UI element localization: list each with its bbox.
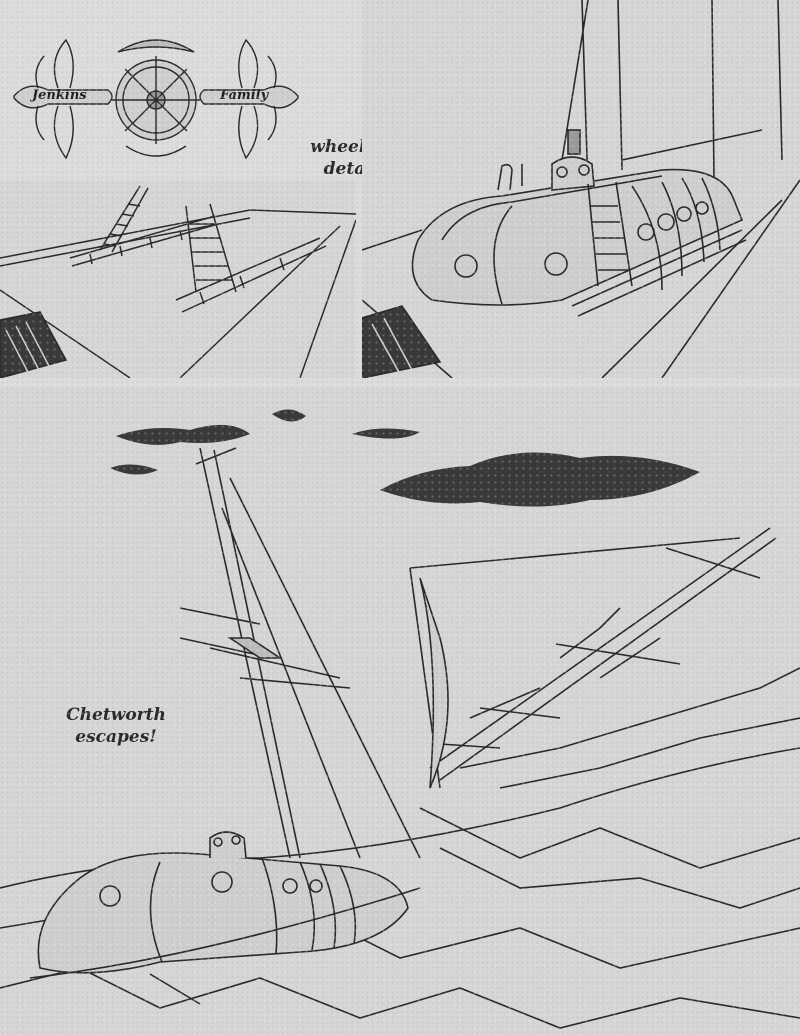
jenkins-family-logo: Jenkins Family (8, 30, 304, 166)
panel-sinking-ship: Chetworth escapes! (0, 388, 800, 1035)
caption-line: Chetworth (66, 705, 166, 725)
wheelhouse-drawing (362, 0, 800, 378)
caption-chetworth-escapes: Chetworth escapes! (56, 704, 176, 748)
sinking-ship-drawing (0, 409, 800, 1029)
logo-word-left: Jenkins (32, 88, 87, 103)
deck-drawing (0, 185, 356, 378)
panel-empty-deck (0, 180, 356, 378)
caption-line: escapes! (75, 727, 157, 747)
ship-wheel-emblem-icon (13, 38, 299, 160)
logo-word-right: Family (220, 88, 269, 103)
panel-wheelhouse (362, 0, 800, 378)
